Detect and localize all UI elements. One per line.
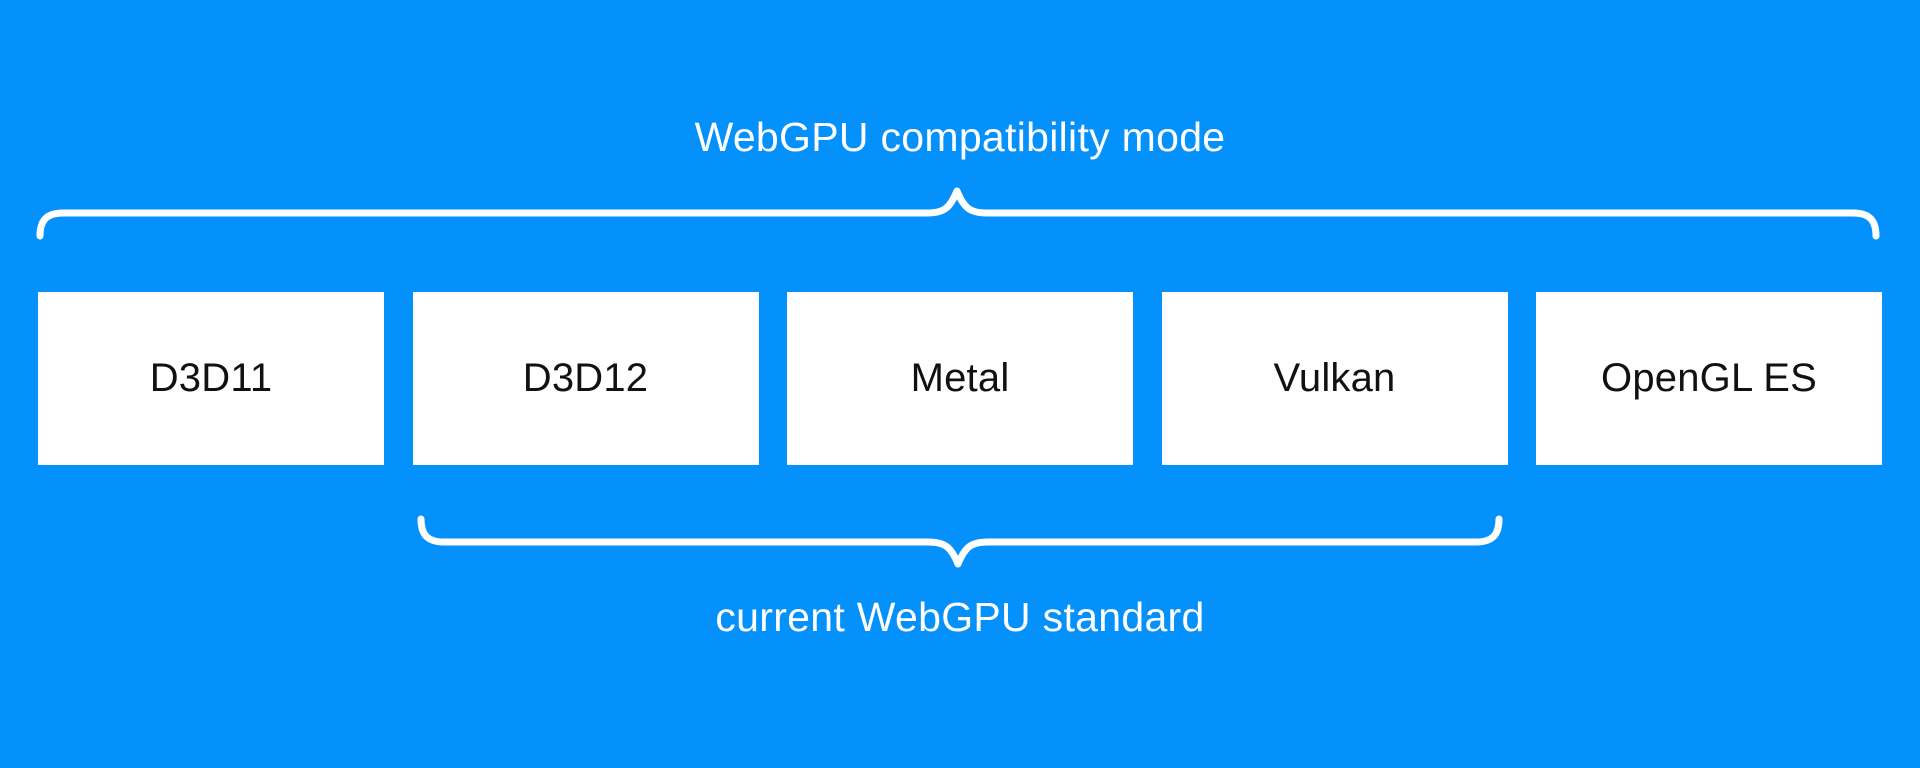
top-curly-brace: [36, 187, 1880, 240]
bottom-brace-label: current WebGPU standard: [715, 594, 1205, 640]
box-opengl-es: OpenGL ES: [1536, 292, 1882, 465]
box-vulkan: Vulkan: [1161, 292, 1508, 465]
top-brace-label: WebGPU compatibility mode: [694, 114, 1226, 160]
api-boxes-row: D3D11 D3D12 Metal Vulkan OpenGL ES: [38, 292, 1882, 465]
box-d3d11: D3D11: [38, 292, 384, 465]
box-metal-label: Metal: [910, 356, 1010, 400]
box-vulkan-label: Vulkan: [1273, 356, 1396, 400]
box-d3d11-label: D3D11: [149, 356, 273, 400]
box-d3d12: D3D12: [412, 292, 759, 465]
bottom-curly-brace: [417, 515, 1503, 568]
box-opengl-es-label: OpenGL ES: [1601, 356, 1817, 400]
box-d3d12-label: D3D12: [522, 356, 649, 400]
box-metal: Metal: [787, 292, 1133, 465]
